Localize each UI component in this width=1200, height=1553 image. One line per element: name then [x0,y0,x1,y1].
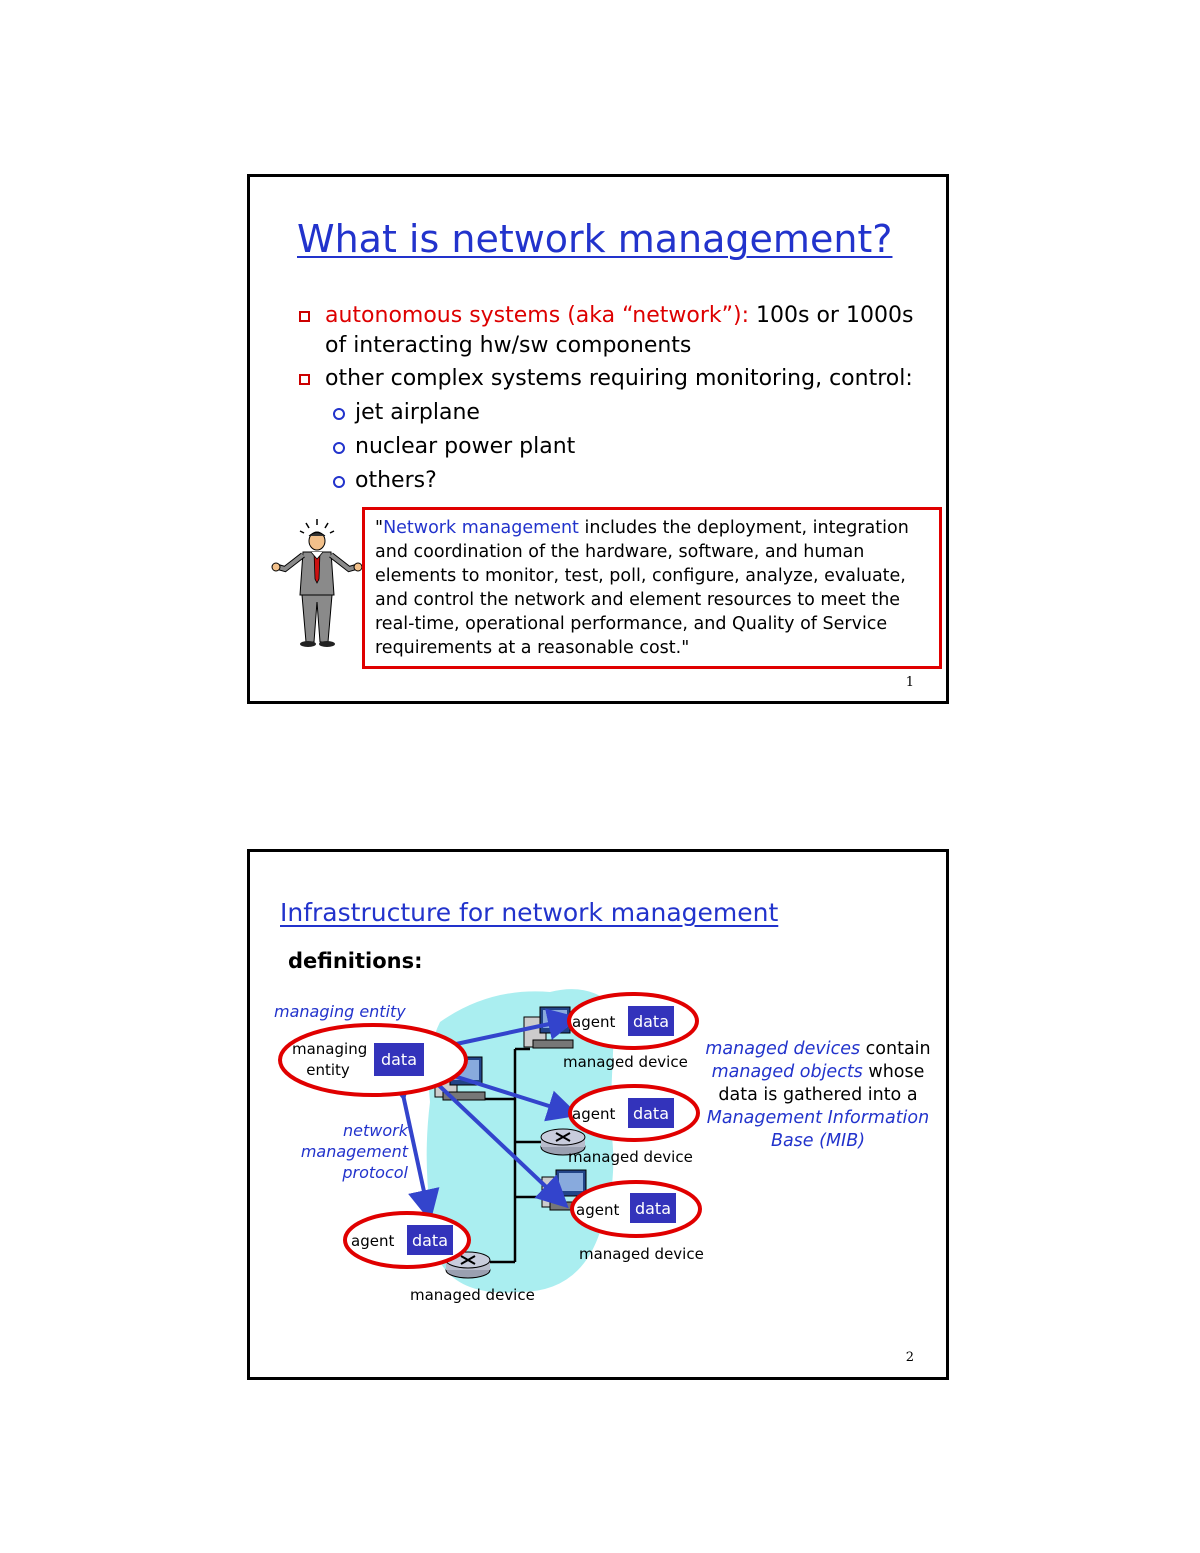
managing-line-2: entity [306,1061,350,1079]
mib-line-5: Base (MIB) [770,1131,866,1151]
bullet-lead-text: autonomous systems (aka “network”): [325,303,750,328]
page-number: 1 [905,675,914,690]
agent-label: agent [572,1105,616,1123]
subitem-text: others? [355,468,437,493]
protocol-line-1: network [343,1121,408,1140]
bullet-square-icon [299,311,310,322]
mib-description: managed devices contain managed objects … [698,1038,938,1153]
data-label: data [380,1050,418,1069]
bullet-square-icon [299,374,310,385]
managed-device-label: managed device [563,1053,688,1071]
bullet-text: other complex systems requiring monitori… [325,366,913,391]
slide-2-title: Infrastructure for network management [280,898,779,927]
subitem-others: others? [333,466,437,496]
data-box [628,1006,674,1036]
bullet-line2-text: of interacting hw/sw components [325,333,692,358]
data-box [407,1225,453,1255]
subitem-text: nuclear power plant [355,434,576,459]
mib-line-2-rest: whose [862,1062,925,1082]
data-box [628,1098,674,1128]
quote-open-mark: " [375,518,384,538]
managed-device-label: managed device [579,1245,704,1263]
businessman-icon [271,519,363,647]
managing-entity-box-label: managing entity [292,1039,368,1081]
bullet-complex-systems: other complex systems requiring monitori… [299,364,913,394]
data-label: data [632,1012,670,1031]
data-box [630,1193,676,1223]
subitem-text: jet airplane [355,400,480,425]
subitem-jet-airplane: jet airplane [333,398,480,428]
data-label: data [632,1104,670,1123]
sub-bullet-circle-icon [333,476,345,488]
managed-device-label: managed device [410,1286,535,1304]
quote-highlight: Network management [383,518,579,538]
managed-devices-term: managed devices [705,1039,861,1059]
slide-2: Infrastructure for network management de… [247,849,949,1380]
quote-body: includes the deployment, integration and… [375,518,909,658]
agent-label: agent [351,1232,395,1250]
page-number: 2 [905,1350,914,1365]
protocol-caption: network management protocol [290,1120,408,1183]
data-label: data [634,1199,672,1218]
data-box [374,1043,424,1076]
slide-1-title: What is network management? [297,217,893,261]
protocol-line-3: protocol [342,1163,408,1182]
bullet-autonomous-systems: autonomous systems (aka “network”): 100s… [299,301,914,361]
managed-device-label: managed device [568,1148,693,1166]
mib-line-3: data is gathered into a [718,1085,918,1105]
managing-entity-ellipse [278,1023,468,1097]
data-label: data [411,1231,449,1250]
definitions-label: definitions: [288,949,423,973]
protocol-line-2: management [300,1142,408,1161]
sub-bullet-circle-icon [333,408,345,420]
network-management-diagram [278,989,702,1293]
managing-entity-caption: managing entity [274,1002,406,1021]
slide-1: What is network management? autonomous s… [247,174,949,704]
sub-bullet-circle-icon [333,442,345,454]
definition-quote-box: "Network management includes the deploym… [362,507,942,669]
agent-label: agent [576,1201,620,1219]
agent-label: agent [572,1013,616,1031]
subitem-nuclear-power-plant: nuclear power plant [333,432,576,462]
managed-objects-term: managed objects [711,1062,863,1082]
mib-line-4: Management Information [706,1108,930,1128]
managing-line-1: managing [292,1040,368,1058]
bullet-rest-text: 100s or 1000s [749,303,914,328]
mib-line-1-rest: contain [860,1039,931,1059]
